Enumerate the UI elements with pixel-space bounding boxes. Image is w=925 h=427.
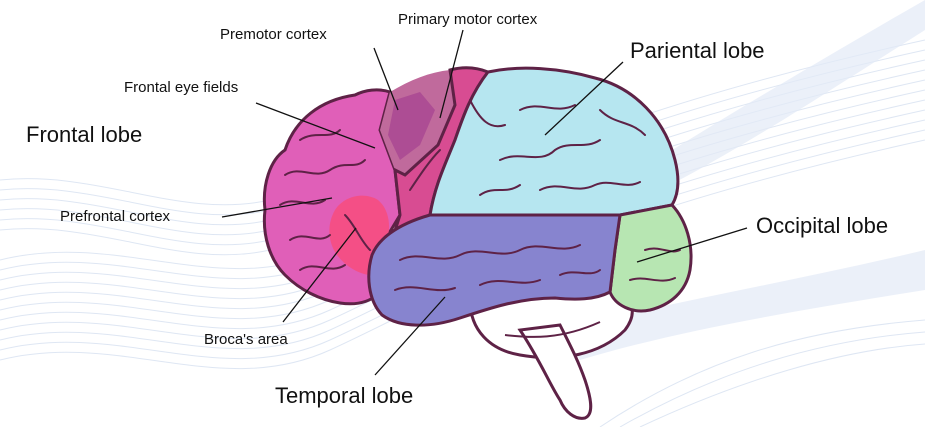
label-temporal-lobe: Temporal lobe [275,385,413,407]
label-occipital-lobe: Occipital lobe [756,215,888,237]
label-premotor-cortex: Premotor cortex [220,27,327,42]
cerebellum [470,290,632,418]
label-frontal-eye-fields: Frontal eye fields [124,80,238,95]
label-prefrontal-cortex: Prefrontal cortex [60,209,170,224]
label-brocas-area: Broca's area [204,332,288,347]
label-frontal-lobe: Frontal lobe [26,124,142,146]
label-primary-motor-cortex: Primary motor cortex [398,12,537,27]
label-parietal-lobe: Pariental lobe [630,40,765,62]
